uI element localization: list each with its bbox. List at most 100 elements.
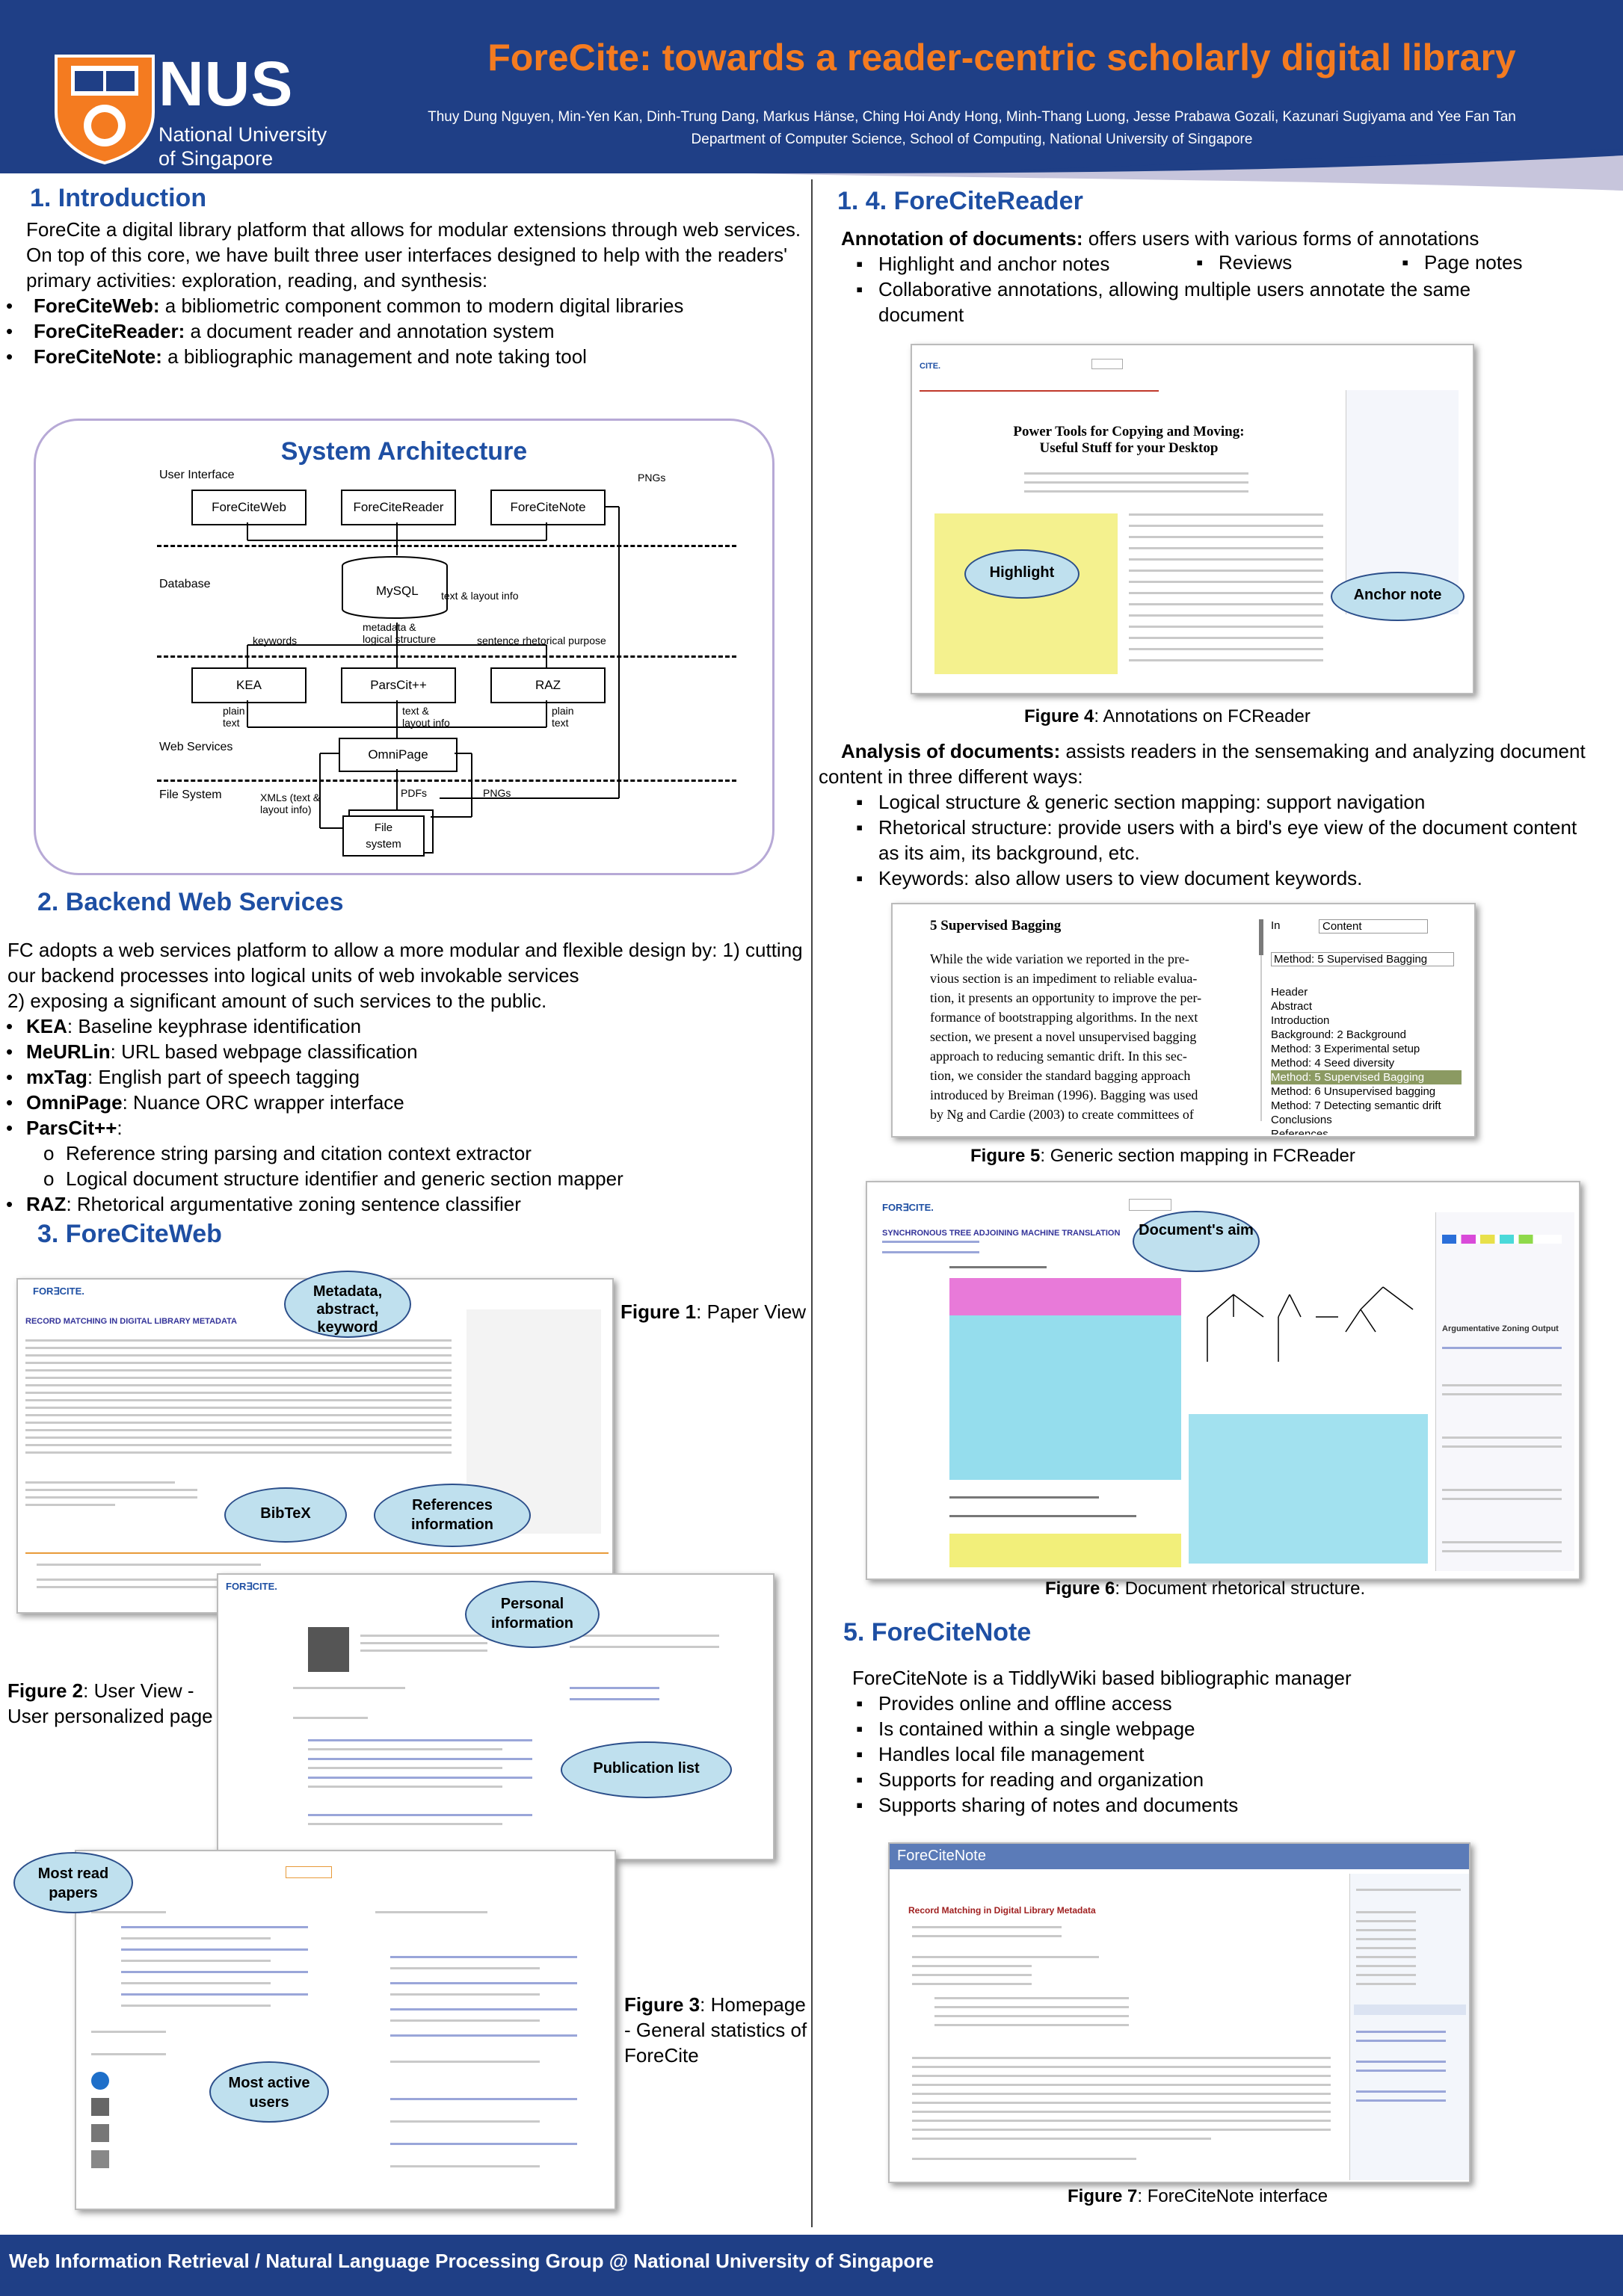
arch-ws-label: Web Services (159, 741, 233, 753)
arch-divider (157, 655, 736, 658)
backend-item: •mxTag: English part of speech tagging (6, 1066, 360, 1088)
figure2-caption: Figure 2: User View - User personalized … (7, 1679, 213, 1727)
fig4-paper-title: Power Tools for Copying and Moving: Usef… (1013, 424, 1245, 456)
figure6-caption: Figure 6: Document rhetorical structure. (1045, 1578, 1366, 1599)
reader-heading: 1. 4. ForeCiteReader (837, 187, 1083, 215)
arch-keywords-label: keywords (253, 635, 298, 646)
arch-pdfs-label: PDFs (401, 787, 427, 799)
arch-box-raz: RAZ (490, 667, 606, 703)
arch-sentence-label: sentence rhetorical purpose (477, 635, 606, 646)
header-wave (0, 149, 1623, 191)
user-avatar (308, 1627, 349, 1672)
note-item: ▪Supports sharing of notes and documents (856, 1794, 1239, 1816)
note-item: ▪Provides online and offline access (856, 1692, 1172, 1715)
active-user-avatar (91, 2150, 109, 2168)
fig6-color-swatches (1442, 1235, 1562, 1244)
arch-fs-label: File System (159, 789, 222, 801)
fig5-text: While the wide variation we reported in … (930, 951, 1202, 1122)
note-item: ▪Is contained within a single webpage (856, 1718, 1195, 1740)
callout-anchor-note: Anchor note (1331, 572, 1465, 621)
intro-heading: 1. Introduction (30, 184, 207, 212)
note-item: ▪Handles local file management (856, 1743, 1145, 1765)
note-item: ▪Supports for reading and organization (856, 1768, 1204, 1791)
figure7-caption: Figure 7: ForeCiteNote interface (1068, 2186, 1328, 2206)
arch-box-omnipage: OmniPage (339, 738, 458, 772)
system-architecture-diagram: System Architecture User Interface PNGs … (34, 419, 774, 875)
backend-item: •RAZ: Rhetorical argumentative zoning se… (6, 1193, 521, 1215)
active-user-avatar (91, 2124, 109, 2142)
note-heading: 5. ForeCiteNote (843, 1618, 1032, 1647)
nus-logo-word: NUS (158, 49, 294, 119)
fig7-record-title: Record Matching in Digital Library Metad… (908, 1905, 1096, 1916)
arch-arrows (247, 506, 620, 829)
footer-bar (0, 2235, 1623, 2296)
callout-references: References information (374, 1484, 531, 1547)
annotation-item: ▪Reviews (1196, 251, 1293, 274)
intro-item: •ForeCiteReader: a document reader and a… (6, 320, 555, 342)
figure7-screenshot: ForeCiteNote Record Matching in Digital … (888, 1842, 1470, 2183)
fig6-zoning-panel: Argumentative Zoning Output (1435, 1212, 1574, 1571)
intro-paragraph: ForeCite a digital library platform that… (26, 218, 801, 291)
arch-divider (157, 545, 736, 547)
figure3-caption: Figure 3: Homepage - General statistics … (624, 1993, 807, 2067)
arch-mysql-cylinder (342, 556, 448, 619)
fig7-sidebar (1349, 1874, 1469, 2180)
fig6-cyan-highlight (1189, 1414, 1428, 1564)
arch-box-parscit: ParsCit++ (341, 667, 456, 703)
arch-pngs-label: PNGs (638, 472, 666, 484)
arch-box-kea: KEA (191, 667, 307, 703)
figure5-screenshot: 5 Supervised Bagging While the wide vari… (891, 903, 1476, 1138)
backend-item: •MeURLin: URL based webpage classificati… (6, 1040, 418, 1063)
poster-title: ForeCite: towards a reader-centric schol… (487, 37, 1516, 78)
note-list: ▪Provides online and offline access ▪Is … (856, 1691, 1596, 1818)
arch-textinfo-label: text & layout info (441, 590, 519, 602)
annotation-item: ▪Highlight and anchor notes (856, 253, 1110, 275)
arch-box-forecite-reader: ForeCiteReader (341, 490, 456, 525)
analysis-paragraph: Analysis of documents: assists readers i… (819, 740, 1586, 788)
figure4-screenshot: CITE. Power Tools for Copying and Moving… (911, 344, 1474, 694)
fig7-title: ForeCiteNote (897, 1848, 986, 1864)
arch-mysql-label: MySQL (376, 584, 419, 598)
fig6-aim-highlight (949, 1278, 1181, 1315)
fig6-yellow-highlight (949, 1534, 1181, 1567)
column-divider (811, 179, 813, 2227)
backend-paragraph: FC adopts a web services platform to all… (7, 939, 803, 987)
fig5-scrollbar (1259, 919, 1263, 955)
arch-ui-label: User Interface (159, 469, 235, 481)
web-heading: 3. ForeCiteWeb (37, 1220, 222, 1248)
analysis-item: ▪Logical structure & generic section map… (856, 791, 1426, 813)
annotation-item: ▪Page notes (1402, 251, 1523, 274)
callout-bibtex: BibTeX (224, 1487, 347, 1543)
header-bar (0, 0, 1623, 173)
arch-db-label: Database (159, 578, 211, 590)
fig6-search-button (1129, 1199, 1171, 1211)
callout-personal: Personal information (465, 1581, 600, 1648)
backend-paragraph-2: 2) exposing a significant amount of such… (7, 990, 547, 1012)
callout-most-read: Most read papers (13, 1852, 133, 1913)
fig7-titlebar (890, 1844, 1469, 1869)
nus-crest-icon (55, 55, 155, 164)
annotation-paragraph: Annotation of documents: offers users wi… (841, 227, 1479, 250)
analysis-list: ▪Logical structure & generic section map… (856, 789, 1596, 891)
arch-title: System Architecture (280, 437, 528, 466)
fig5-section-panel: In Content Method: 5 Supervised Bagging … (1266, 919, 1468, 1135)
arch-pngs-label: PNGs (483, 787, 511, 799)
intro-item: •ForeCiteWeb: a bibliometric component c… (6, 294, 684, 317)
fig6-cyan-highlight (949, 1315, 1181, 1480)
intro-item: •ForeCiteNote: a bibliographic managemen… (6, 345, 587, 368)
backend-heading: 2. Backend Web Services (37, 888, 344, 916)
backend-list: •KEA: Baseline keyphrase identification … (0, 1013, 807, 1217)
callout-publication: Publication list (561, 1741, 732, 1798)
annotation-item: ▪Collaborative annotations, allowing mul… (856, 278, 1471, 326)
note-intro: ForeCiteNote is a TiddlyWiki based bibli… (852, 1667, 1352, 1689)
active-user-avatar (91, 2072, 109, 2090)
callout-highlight: Highlight (964, 549, 1080, 599)
fig5-heading: 5 Supervised Bagging (930, 918, 1062, 933)
backend-item: •KEA: Baseline keyphrase identification (6, 1015, 362, 1037)
fig6-tree-diagram (1207, 1286, 1414, 1362)
callout-metadata: Metadata, abstract, keyword (284, 1271, 411, 1338)
